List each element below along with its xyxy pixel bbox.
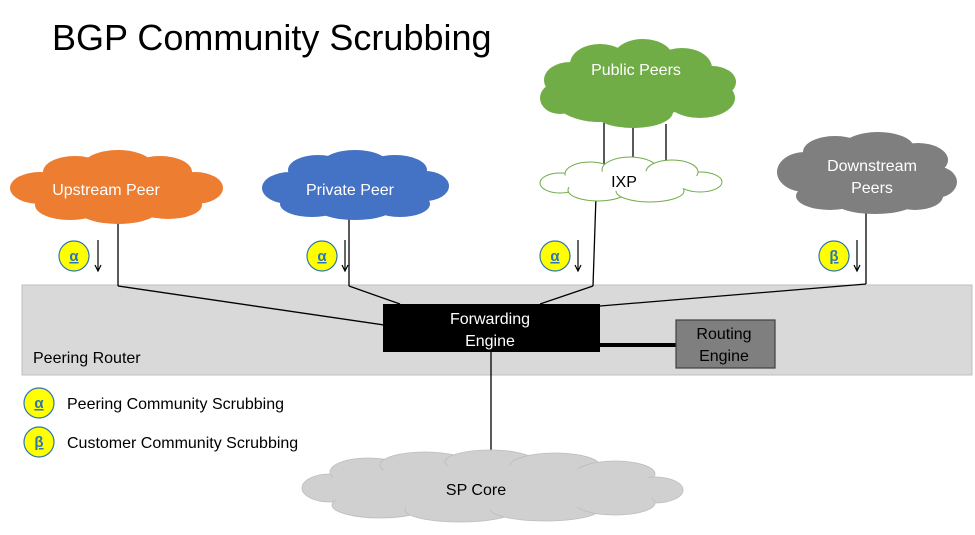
upstream-marker-symbol: α [69, 248, 79, 265]
forwarding-engine-label-line2: Engine [465, 333, 515, 350]
legend: α Peering Community Scrubbing β Customer… [23, 387, 298, 458]
private-peer-cloud [262, 150, 449, 220]
downstream-down-arrow-icon [853, 240, 861, 273]
legend-alpha-item: α Peering Community Scrubbing [23, 387, 284, 419]
upstream-peer-cloud [10, 150, 223, 224]
upstream-scrub-marker: α [58, 240, 90, 272]
legend-alpha-symbol: α [34, 395, 44, 412]
private-marker-symbol: α [317, 248, 327, 265]
ixp-vertical-line [592, 195, 597, 287]
ixp-down-arrow-icon [574, 240, 582, 273]
private-down-arrow-icon [341, 240, 349, 273]
ixp-to-forwarding-line [539, 285, 594, 305]
legend-alpha-text: Peering Community Scrubbing [67, 396, 284, 413]
downstream-scrub-marker: β [818, 240, 850, 272]
downstream-peers-label-line1: Downstream [827, 158, 917, 175]
downstream-peers-cloud [777, 132, 957, 214]
connection-lines [117, 120, 867, 466]
peering-router-label: Peering Router [33, 350, 141, 367]
diagram-title: BGP Community Scrubbing [52, 17, 492, 58]
private-to-forwarding-line [348, 285, 401, 305]
legend-beta-symbol: β [34, 434, 43, 451]
legend-beta-text: Customer Community Scrubbing [67, 435, 298, 452]
downstream-peers-label-line2: Peers [851, 180, 893, 197]
upstream-peer-label: Upstream Peer [52, 182, 160, 199]
routing-engine-label-line2: Engine [699, 348, 749, 365]
routing-engine-label-line1: Routing [696, 326, 751, 343]
legend-beta-item: β Customer Community Scrubbing [23, 426, 298, 458]
upstream-to-forwarding-line [117, 285, 385, 326]
upstream-down-arrow-icon [94, 240, 102, 273]
downstream-to-forwarding-line [599, 283, 867, 307]
forwarding-engine-label-line1: Forwarding [450, 311, 530, 328]
public-peers-cloud [540, 39, 736, 128]
ixp-label: IXP [611, 174, 637, 191]
downstream-marker-symbol: β [829, 248, 838, 265]
sp-core-cloud-body [310, 466, 670, 510]
ixp-marker-symbol: α [550, 248, 560, 265]
ixp-scrub-marker: α [539, 240, 571, 272]
private-scrub-marker: α [306, 240, 338, 272]
private-peer-label: Private Peer [306, 182, 395, 199]
sp-core-label: SP Core [446, 482, 506, 499]
forwarding-engine-box [383, 304, 600, 352]
routing-engine-box [675, 319, 776, 369]
public-peers-label: Public Peers [591, 62, 681, 79]
